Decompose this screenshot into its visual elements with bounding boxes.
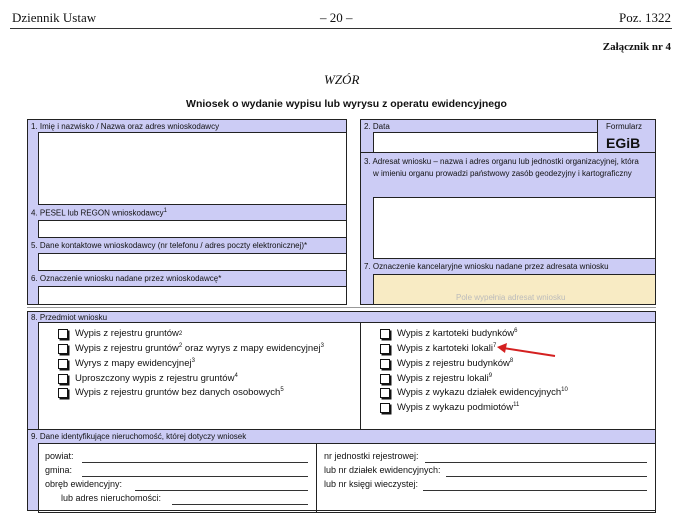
powiat-input[interactable] — [82, 462, 308, 463]
parcels-input[interactable] — [446, 476, 647, 477]
applicant-reference-input[interactable] — [38, 286, 347, 305]
checkbox-item[interactable]: Wypis z rejestru gruntów bez danych osob… — [58, 387, 284, 398]
registrar-placeholder: Pole wypełnia adresat wniosku — [456, 293, 566, 302]
field-2-label: 2. Data — [364, 122, 390, 131]
journal-name: Dziennik Ustaw — [12, 10, 97, 25]
addressee-input[interactable] — [373, 197, 656, 259]
divider — [27, 307, 656, 308]
checkbox-icon[interactable] — [380, 358, 390, 369]
page-number: – 20 – — [320, 10, 353, 25]
contact-input[interactable] — [38, 253, 347, 271]
powiat-label: powiat: — [45, 451, 74, 461]
checkbox-icon[interactable] — [380, 373, 390, 384]
pesel-input[interactable] — [38, 220, 347, 238]
obreb-input[interactable] — [135, 490, 308, 491]
position-number: Poz. 1322 — [619, 10, 671, 25]
checkbox-icon[interactable] — [58, 387, 68, 398]
form-title: Wniosek o wydanie wypisu lub wyrysu z op… — [186, 98, 507, 110]
field-3-label-line2: w imieniu organu prowadzi państwowy zasó… — [373, 169, 632, 178]
checkbox-icon[interactable] — [58, 358, 68, 369]
gmina-input[interactable] — [82, 476, 308, 477]
obreb-label: obręb ewidencyjny: — [45, 479, 123, 489]
red-arrow-annotation-icon — [497, 343, 556, 357]
field-3-label-line1: 3. Adresat wniosku – nazwa i adres organ… — [364, 157, 639, 166]
checkbox-icon[interactable] — [380, 343, 390, 354]
checkbox-icon[interactable] — [380, 402, 390, 413]
property-right-panel — [316, 443, 656, 513]
field-1-label: 1. Imię i nazwisko / Nazwa oraz adres wn… — [31, 122, 220, 131]
checkbox-item[interactable]: Wypis z kartoteki lokali7 — [380, 343, 496, 354]
land-register-label: lub nr księgi wieczystej: — [324, 479, 419, 489]
form-label: Formularz — [606, 122, 643, 131]
registrar-reference-field — [373, 274, 656, 305]
checkbox-icon[interactable] — [58, 373, 68, 384]
address-input[interactable] — [172, 504, 308, 505]
header-rule — [10, 28, 672, 29]
land-register-input[interactable] — [423, 490, 647, 491]
date-input[interactable] — [373, 132, 598, 153]
parcels-label: lub nr działek ewidencyjnych: — [324, 465, 441, 475]
property-left-panel — [38, 443, 317, 513]
checkbox-icon[interactable] — [58, 328, 68, 339]
checkbox-icon[interactable] — [380, 387, 390, 398]
registry-unit-input[interactable] — [425, 462, 647, 463]
form-code: EGiB — [606, 135, 641, 151]
template-label: WZÓR — [324, 72, 360, 87]
checkbox-item[interactable]: Wypis z wykazu podmiotów11 — [380, 402, 519, 413]
field-6-label: 6. Oznaczenie wniosku nadane przez wnios… — [31, 274, 222, 283]
registry-unit-label: nr jednostki rejestrowej: — [324, 451, 419, 461]
checkbox-item[interactable]: Wypis z kartoteki budynków6 — [380, 328, 517, 339]
checkbox-item[interactable]: Uproszczony wypis z rejestru gruntów4 — [58, 373, 238, 384]
subject-left-panel — [38, 322, 361, 430]
field-5-label: 5. Dane kontaktowe wnioskodawcy (nr tele… — [31, 241, 308, 250]
annex-label: Załącznik nr 4 — [602, 41, 671, 53]
field-4-label: 4. PESEL lub REGON wnioskodawcy1 — [31, 208, 167, 218]
subject-right-panel — [360, 322, 656, 430]
checkbox-item[interactable]: Wypis z wykazu działek ewidencyjnych10 — [380, 387, 568, 398]
checkbox-item[interactable]: Wypis z rejestru gruntów2 oraz wyrys z m… — [58, 343, 324, 354]
checkbox-icon[interactable] — [58, 343, 68, 354]
field-7-label: 7. Oznaczenie kancelaryjne wniosku nadan… — [364, 262, 609, 271]
checkbox-item[interactable]: Wypis z rejestru lokali9 — [380, 373, 492, 384]
applicant-name-input[interactable] — [38, 132, 347, 205]
checkbox-item[interactable]: Wypis z rejestru budynków8 — [380, 358, 513, 369]
address-label: lub adres nieruchomości: — [61, 493, 162, 503]
gmina-label: gmina: — [45, 465, 73, 475]
field-8-label: 8. Przedmiot wniosku — [31, 313, 108, 322]
checkbox-icon[interactable] — [380, 328, 390, 339]
checkbox-item[interactable]: Wyrys z mapy ewidencyjnej3 — [58, 358, 195, 369]
field-9-label: 9. Dane identyfikujące nieruchomość, któ… — [31, 432, 247, 441]
